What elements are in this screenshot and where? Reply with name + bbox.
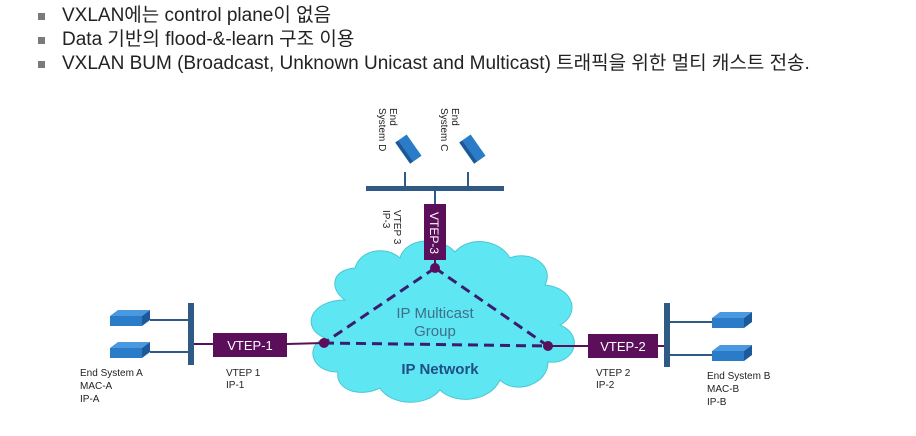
svg-text:IP-1: IP-1 [226,380,245,391]
segment-bar-right [664,303,670,367]
end-system-a-host-icon [110,310,150,326]
bullet-list: VXLAN에는 control plane이 없음 Data 기반의 flood… [38,4,916,76]
ip-network-cloud [310,240,575,403]
bullet-text: VXLAN에는 control plane이 없음 [62,5,332,26]
svg-text:VTEP 3: VTEP 3 [391,210,402,245]
segment-bar-top [366,186,504,191]
svg-text:VTEP-3: VTEP-3 [427,212,441,254]
svg-text:IP-2: IP-2 [596,380,615,391]
svg-text:End: End [387,108,398,126]
svg-text:IP-B: IP-B [707,397,727,408]
vtep-3-label: VTEP 3 IP-3 [380,210,402,245]
svg-text:VTEP-1: VTEP-1 [227,338,273,353]
end-system-a-host2-icon [110,342,150,358]
cloud-label-line2: Group [414,323,456,340]
svg-text:IP-A: IP-A [80,394,100,405]
end-system-c-host-icon [459,134,486,164]
bullet-marker [38,61,45,68]
vtep-1-box: VTEP-1 [213,333,287,357]
end-system-b-label: End System B MAC-B IP-B [707,371,771,408]
end-system-a-label: End System A MAC-A IP-A [80,368,143,405]
bullet-text: VXLAN BUM (Broadcast, Unknown Unicast an… [62,53,810,74]
vtep-1-label: VTEP 1 IP-1 [226,368,261,391]
end-system-b-host-icon [712,312,752,328]
svg-text:IP-3: IP-3 [380,210,391,229]
svg-text:VTEP 1: VTEP 1 [226,368,261,379]
vtep-3-node [430,263,440,273]
end-system-c-label: End System C [438,108,460,151]
svg-text:End System A: End System A [80,368,143,379]
svg-text:VTEP-2: VTEP-2 [600,339,646,354]
vtep-2-label: VTEP 2 IP-2 [596,368,631,391]
svg-text:MAC-B: MAC-B [707,384,740,395]
bullet-text: Data 기반의 flood-&-learn 구조 이용 [62,29,355,50]
svg-text:MAC-A: MAC-A [80,381,113,392]
end-system-d-label: End System D [376,108,398,151]
svg-text:End: End [449,108,460,126]
bullet-marker [38,13,45,20]
end-system-b-host2-icon [712,345,752,361]
segment-bar-left [188,303,194,365]
cloud-label-line1: IP Multicast [396,305,474,322]
end-system-d-host-icon [395,134,422,164]
multicast-group-lines [323,266,549,348]
bullet-item: VXLAN에는 control plane이 없음 [38,4,916,28]
bullet-item: VXLAN BUM (Broadcast, Unknown Unicast an… [38,52,916,76]
svg-text:System C: System C [438,108,449,151]
bullet-marker [38,37,45,44]
svg-text:System D: System D [376,108,387,151]
svg-text:VTEP 2: VTEP 2 [596,368,631,379]
vtep-2-box: VTEP-2 [588,334,658,358]
network-label: IP Network [401,361,479,378]
bullet-item: Data 기반의 flood-&-learn 구조 이용 [38,28,916,52]
vtep-3-box: VTEP-3 [424,204,446,260]
svg-text:End System B: End System B [707,371,771,382]
vtep-1-node [319,338,329,348]
